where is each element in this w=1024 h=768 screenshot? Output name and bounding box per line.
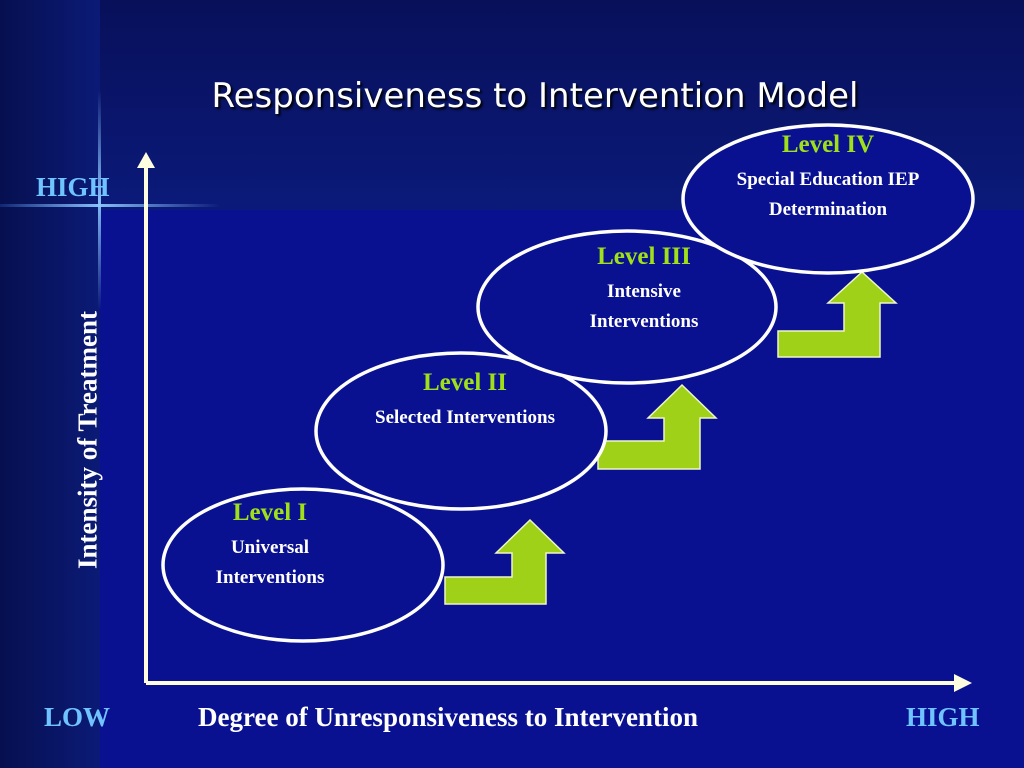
slide-background-left xyxy=(0,0,100,768)
level-2: Level II Selected Interventions xyxy=(330,369,600,433)
slide-title: Responsiveness to Intervention Model xyxy=(211,76,859,116)
level-4: Level IV Special Education IEP Determina… xyxy=(698,131,958,225)
decorative-glow-horizontal xyxy=(0,204,220,207)
x-axis-title: Degree of Unresponsiveness to Interventi… xyxy=(198,702,698,732)
level-4-ellipse xyxy=(681,123,975,275)
level-3-title: Level III xyxy=(597,243,691,270)
level-2-ellipse xyxy=(314,351,608,511)
level-ellipses xyxy=(161,123,975,643)
level-3: Level III Intensive Interventions xyxy=(544,243,744,337)
up-right-step-arrow-icon xyxy=(444,518,566,605)
step-arrows xyxy=(444,270,898,605)
x-axis-arrowhead xyxy=(954,674,972,692)
y-axis-arrowhead xyxy=(137,152,155,168)
level-1: Level I Universal Interventions xyxy=(170,499,370,593)
decorative-glow-vertical xyxy=(98,90,101,310)
level-1-title: Level I xyxy=(232,499,308,526)
level-1-description: Universal Interventions xyxy=(215,537,325,588)
up-right-step-arrow-icon xyxy=(597,383,718,470)
level-2-description: Selected Interventions xyxy=(375,407,555,428)
level-4-title: Level IV xyxy=(781,131,875,158)
level-4-description: Special Education IEP Determination xyxy=(736,169,920,220)
level-2-title: Level II xyxy=(422,369,508,396)
axes xyxy=(137,152,972,692)
level-3-description: Intensive Interventions xyxy=(589,281,699,332)
level-1-ellipse xyxy=(161,487,445,643)
level-3-ellipse xyxy=(476,229,778,385)
up-right-step-arrow-icon xyxy=(777,270,898,358)
x-axis-high-label: HIGH xyxy=(906,702,980,732)
x-axis-low-label: LOW xyxy=(44,702,111,732)
y-axis-high-label: HIGH xyxy=(36,172,110,202)
